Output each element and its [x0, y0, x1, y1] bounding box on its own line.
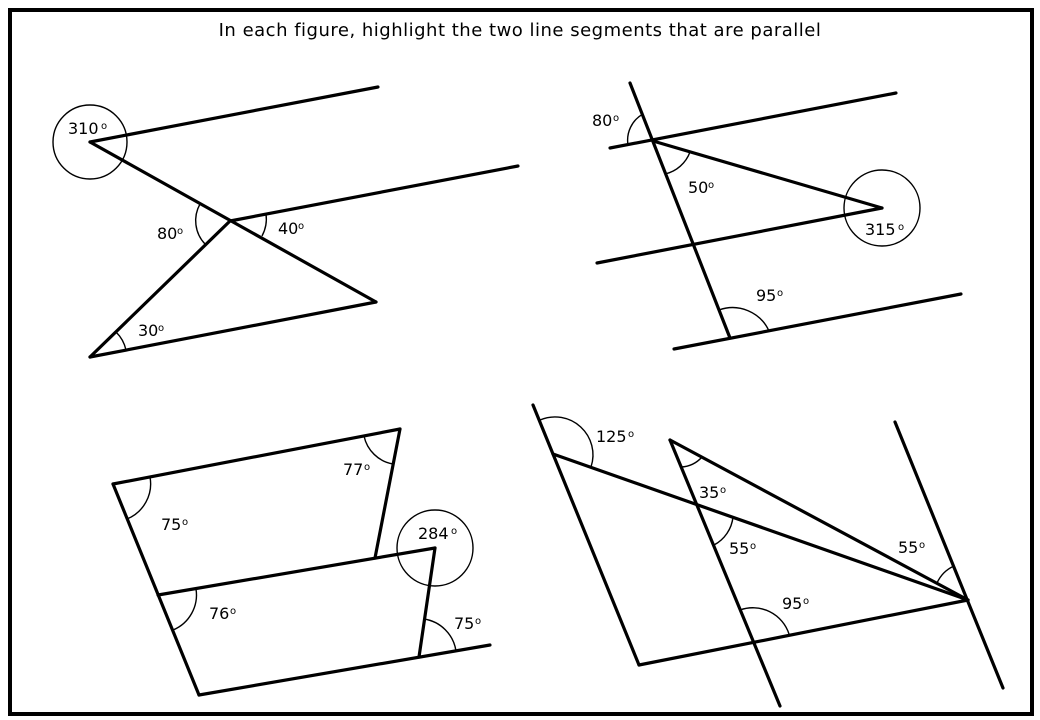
fig4-line-bottom[interactable] — [637, 598, 970, 667]
svg-text:o: o — [750, 541, 756, 552]
fig4-line-middle[interactable] — [668, 438, 782, 708]
fig3-angle-75-bottom-label: 75 o — [454, 614, 481, 633]
fig3-angle-77-label: 77 o — [343, 460, 370, 479]
fig2-angle-95-arc — [718, 306, 770, 332]
fig2-angle-80-arc — [626, 113, 644, 146]
fig4-line-upper-diagonal[interactable] — [551, 452, 970, 602]
fig3-angle-75-bottom-arc — [423, 618, 457, 652]
figure-4: 125 o 35 o 55 o 55 o 95 o — [531, 403, 1005, 708]
figure-2: 80 o 50 o 315 o 95 o — [592, 81, 963, 351]
fig2-angle-315-label: 315 o — [865, 220, 904, 239]
svg-text:95: 95 — [782, 594, 802, 613]
svg-text:o: o — [298, 221, 304, 232]
svg-text:o: o — [182, 517, 188, 528]
fig3-angle-76-arc — [172, 588, 198, 631]
svg-text:o: o — [777, 288, 783, 299]
svg-text:o: o — [613, 113, 619, 124]
fig3-angle-284-label: 284 o — [418, 524, 457, 543]
fig2-line-middle[interactable] — [595, 206, 884, 265]
fig3-angle-284-arc — [396, 509, 474, 587]
fig4-angle-55-right-arc — [936, 565, 955, 584]
fig1-angle-80-arc — [195, 203, 206, 245]
figure-1: 310 o 80 o 40 o 30 o — [52, 85, 520, 359]
fig2-line-transversal[interactable] — [628, 81, 732, 340]
svg-text:80: 80 — [157, 224, 177, 243]
svg-text:35: 35 — [699, 483, 719, 502]
fig3-line-right-lower[interactable] — [417, 546, 437, 659]
svg-text:o: o — [708, 180, 714, 191]
fig3-line-top[interactable] — [111, 427, 402, 486]
fig1-angle-30-arc — [115, 331, 127, 351]
fig4-line-right[interactable] — [893, 420, 1005, 690]
fig4-angle-125-label: 125 o — [596, 427, 634, 446]
fig3-angle-75-top-arc — [126, 476, 152, 520]
svg-text:o: o — [451, 526, 457, 537]
fig3-line-bottom[interactable] — [197, 643, 492, 697]
fig2-line-bottom[interactable] — [672, 292, 963, 351]
svg-text:o: o — [919, 540, 925, 551]
fig2-angle-95-label: 95 o — [756, 286, 783, 305]
fig1-angle-310-arc — [52, 104, 128, 180]
svg-text:o: o — [101, 121, 107, 132]
svg-text:o: o — [898, 222, 904, 233]
fig1-angle-40-label: 40 o — [278, 219, 304, 238]
fig2-angle-50-label: 50 o — [688, 178, 714, 197]
fig4-angle-35-arc — [680, 456, 703, 468]
fig3-angle-77-arc — [363, 435, 394, 465]
fig2-angle-315-arc — [843, 169, 921, 247]
svg-text:80: 80 — [592, 111, 612, 130]
svg-text:o: o — [177, 226, 183, 237]
fig2-angle-50-arc — [664, 151, 691, 175]
svg-text:77: 77 — [343, 460, 363, 479]
instruction-title: In each figure, highlight the two line s… — [218, 20, 822, 41]
fig2-angle-80-label: 80 o — [592, 111, 619, 130]
svg-text:315: 315 — [865, 220, 896, 239]
fig4-angle-125-arc — [539, 416, 594, 468]
svg-text:310: 310 — [68, 119, 99, 138]
fig1-line-left-leg[interactable] — [88, 219, 232, 359]
svg-text:55: 55 — [729, 539, 749, 558]
svg-text:125: 125 — [596, 427, 627, 446]
fig1-angle-40-arc — [261, 213, 268, 237]
svg-text:40: 40 — [278, 219, 298, 238]
fig4-line-left[interactable] — [531, 403, 641, 667]
svg-text:o: o — [475, 616, 481, 627]
fig3-angle-76-label: 76 o — [209, 604, 236, 623]
svg-text:o: o — [364, 462, 370, 473]
fig4-line-triangle-side[interactable] — [668, 438, 970, 602]
svg-text:o: o — [803, 596, 809, 607]
fig3-line-right-upper[interactable] — [373, 427, 402, 560]
fig3-line-middle[interactable] — [156, 546, 437, 597]
fig1-line-middle[interactable] — [228, 164, 520, 223]
svg-text:o: o — [720, 485, 726, 496]
svg-text:50: 50 — [688, 178, 708, 197]
fig4-angle-55-middle-label: 55 o — [729, 539, 756, 558]
fig4-angle-55-middle-arc — [713, 516, 734, 546]
svg-text:o: o — [158, 323, 164, 334]
fig1-angle-80-label: 80 o — [157, 224, 183, 243]
fig1-angle-30-label: 30 o — [138, 321, 164, 340]
svg-text:75: 75 — [454, 614, 474, 633]
svg-text:95: 95 — [756, 286, 776, 305]
svg-text:o: o — [628, 429, 634, 440]
fig4-angle-55-right-label: 55 o — [898, 538, 925, 557]
fig1-line-top[interactable] — [88, 85, 380, 144]
fig2-line-top[interactable] — [608, 91, 898, 150]
fig4-angle-35-label: 35 o — [699, 483, 726, 502]
svg-text:76: 76 — [209, 604, 229, 623]
svg-text:55: 55 — [898, 538, 918, 557]
svg-text:284: 284 — [418, 524, 449, 543]
fig1-line-bottom[interactable] — [88, 300, 378, 359]
fig4-angle-95-label: 95 o — [782, 594, 809, 613]
fig4-angle-95-arc — [739, 607, 790, 635]
svg-text:30: 30 — [138, 321, 158, 340]
fig1-angle-310-label: 310 o — [68, 119, 107, 138]
svg-text:o: o — [230, 606, 236, 617]
svg-text:75: 75 — [161, 515, 181, 534]
fig2-line-triangle-top[interactable] — [651, 139, 884, 210]
figure-3: 77 o 75 o 284 o 76 o 75 o — [111, 427, 492, 697]
fig3-angle-75-top-label: 75 o — [161, 515, 188, 534]
